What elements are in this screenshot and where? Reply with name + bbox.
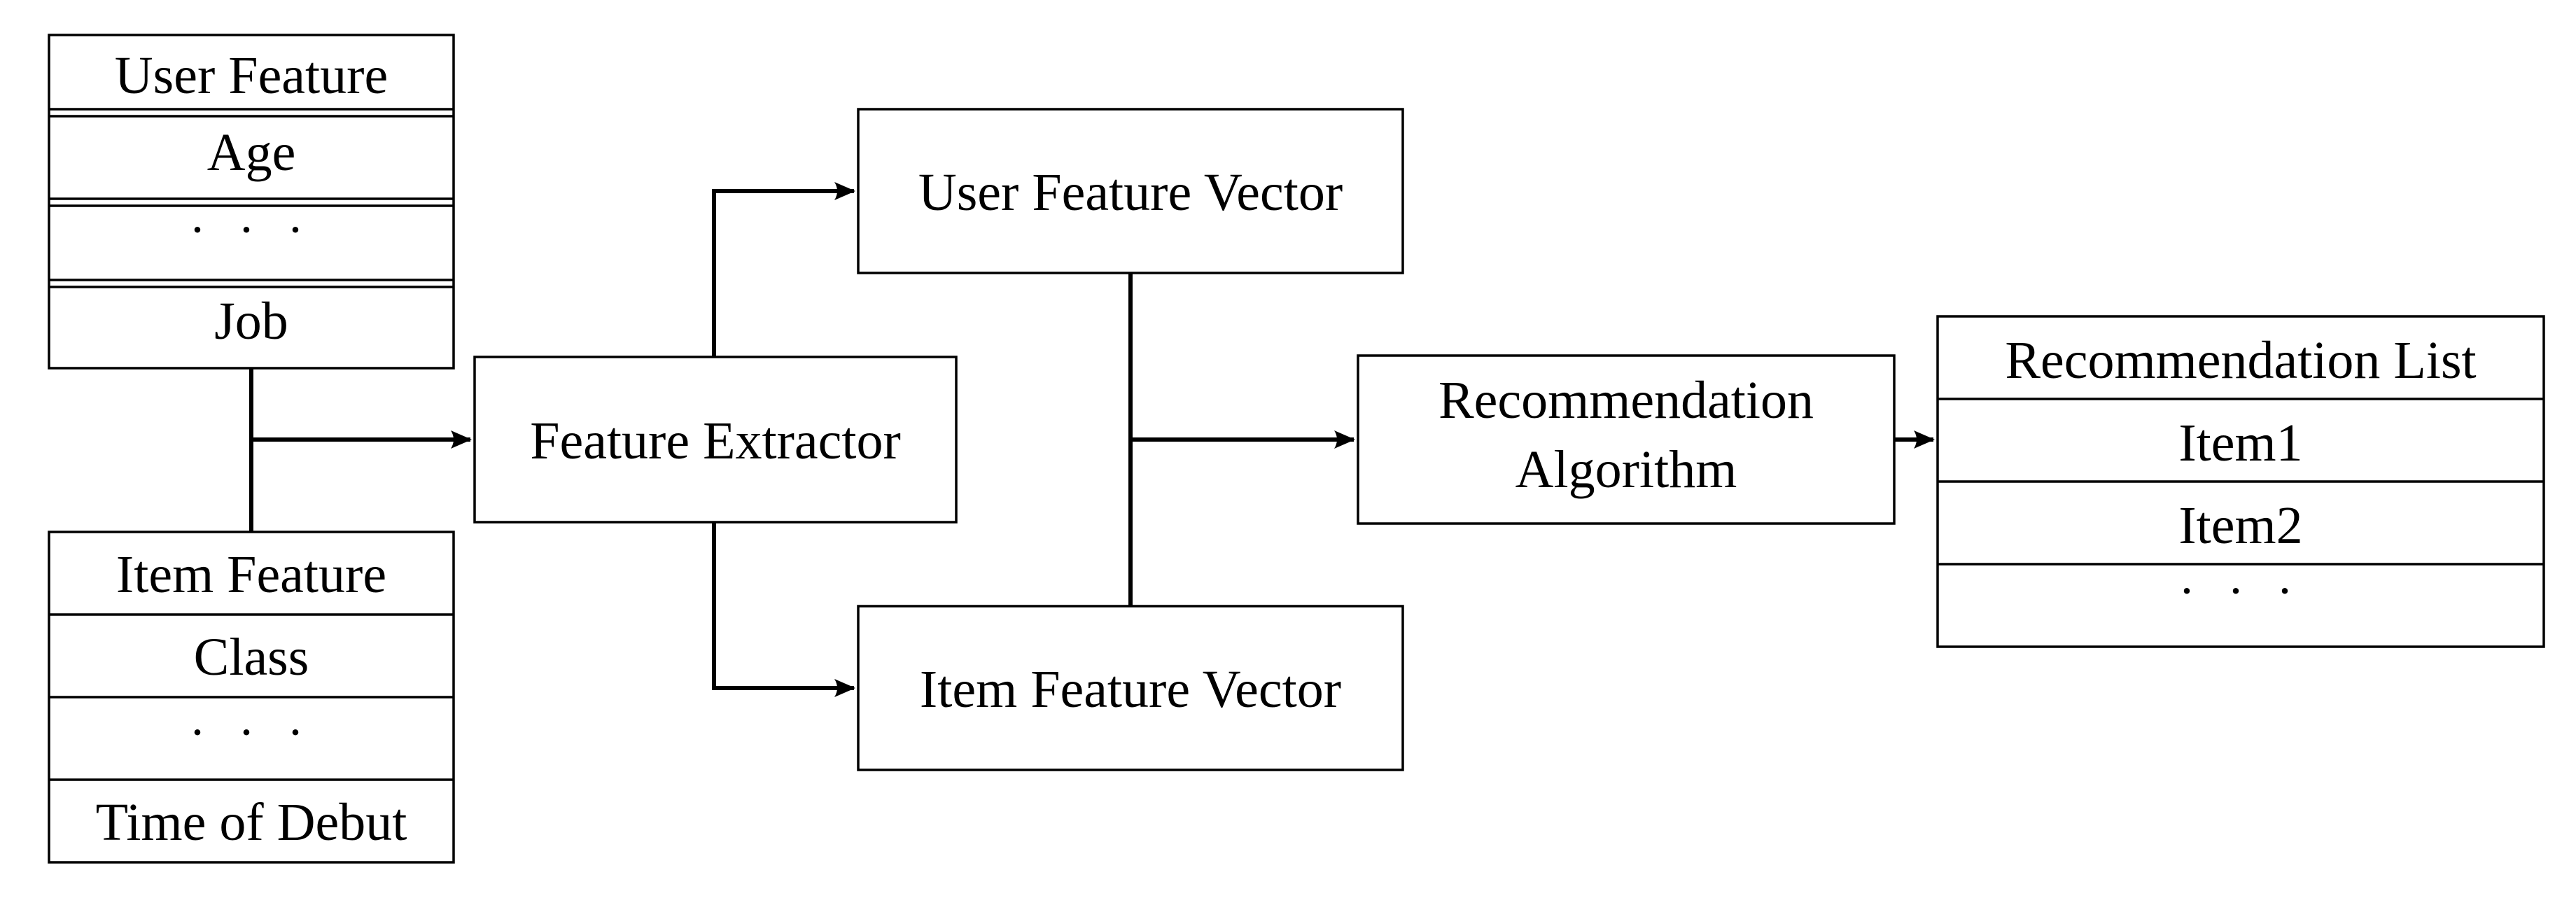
user-feature-header: User Feature <box>115 46 388 105</box>
item-feature-vector-frame <box>857 605 1404 771</box>
recommendation-list-item2: Item2 <box>2178 496 2302 555</box>
user-feature-vector-label: User Feature Vector <box>918 163 1343 222</box>
arrow-to-user-feature-vector <box>712 182 855 357</box>
feature-extractor-label: Feature Extractor <box>530 412 901 470</box>
user-feature-row-ellipsis: · · · <box>189 202 314 258</box>
item-feature-row-ellipsis: · · · <box>189 704 314 760</box>
recommendation-algorithm-line1: Recommendation <box>1438 371 1814 430</box>
recommendation-list-item1: Item1 <box>2178 414 2302 472</box>
arrow-to-item-feature-vector <box>712 522 855 697</box>
recommendation-list-table: Recommendation List Item1 Item2 · · · <box>1936 315 2545 648</box>
recommendation-algorithm-line2: Algorithm <box>1516 440 1737 499</box>
item-feature-row-time-of-debut: Time of Debut <box>96 793 407 852</box>
recommendation-list-header: Recommendation List <box>2005 331 2476 390</box>
user-feature-row-job: Job <box>214 292 288 351</box>
connectors <box>249 182 1935 697</box>
item-feature-vector-label: Item Feature Vector <box>920 660 1341 719</box>
recommendation-algorithm-frame <box>1357 354 1896 525</box>
item-feature-header: Item Feature <box>116 545 386 604</box>
item-feature-vector-box: Item Feature Vector <box>857 605 1404 771</box>
recommendation-list-ellipsis: · · · <box>2178 563 2303 619</box>
recommendation-algorithm-box: Recommendation Algorithm <box>1357 354 1896 525</box>
user-feature-row-age: Age <box>207 123 296 182</box>
item-feature-row-class: Class <box>194 628 309 687</box>
user-feature-table: User Feature Age · · · Job <box>48 34 455 370</box>
user-feature-frame <box>48 34 455 370</box>
item-feature-table: Item Feature Class · · · Time of Debut <box>48 531 455 864</box>
feature-extractor-box: Feature Extractor <box>473 356 958 524</box>
user-feature-vector-box: User Feature Vector <box>857 108 1404 274</box>
